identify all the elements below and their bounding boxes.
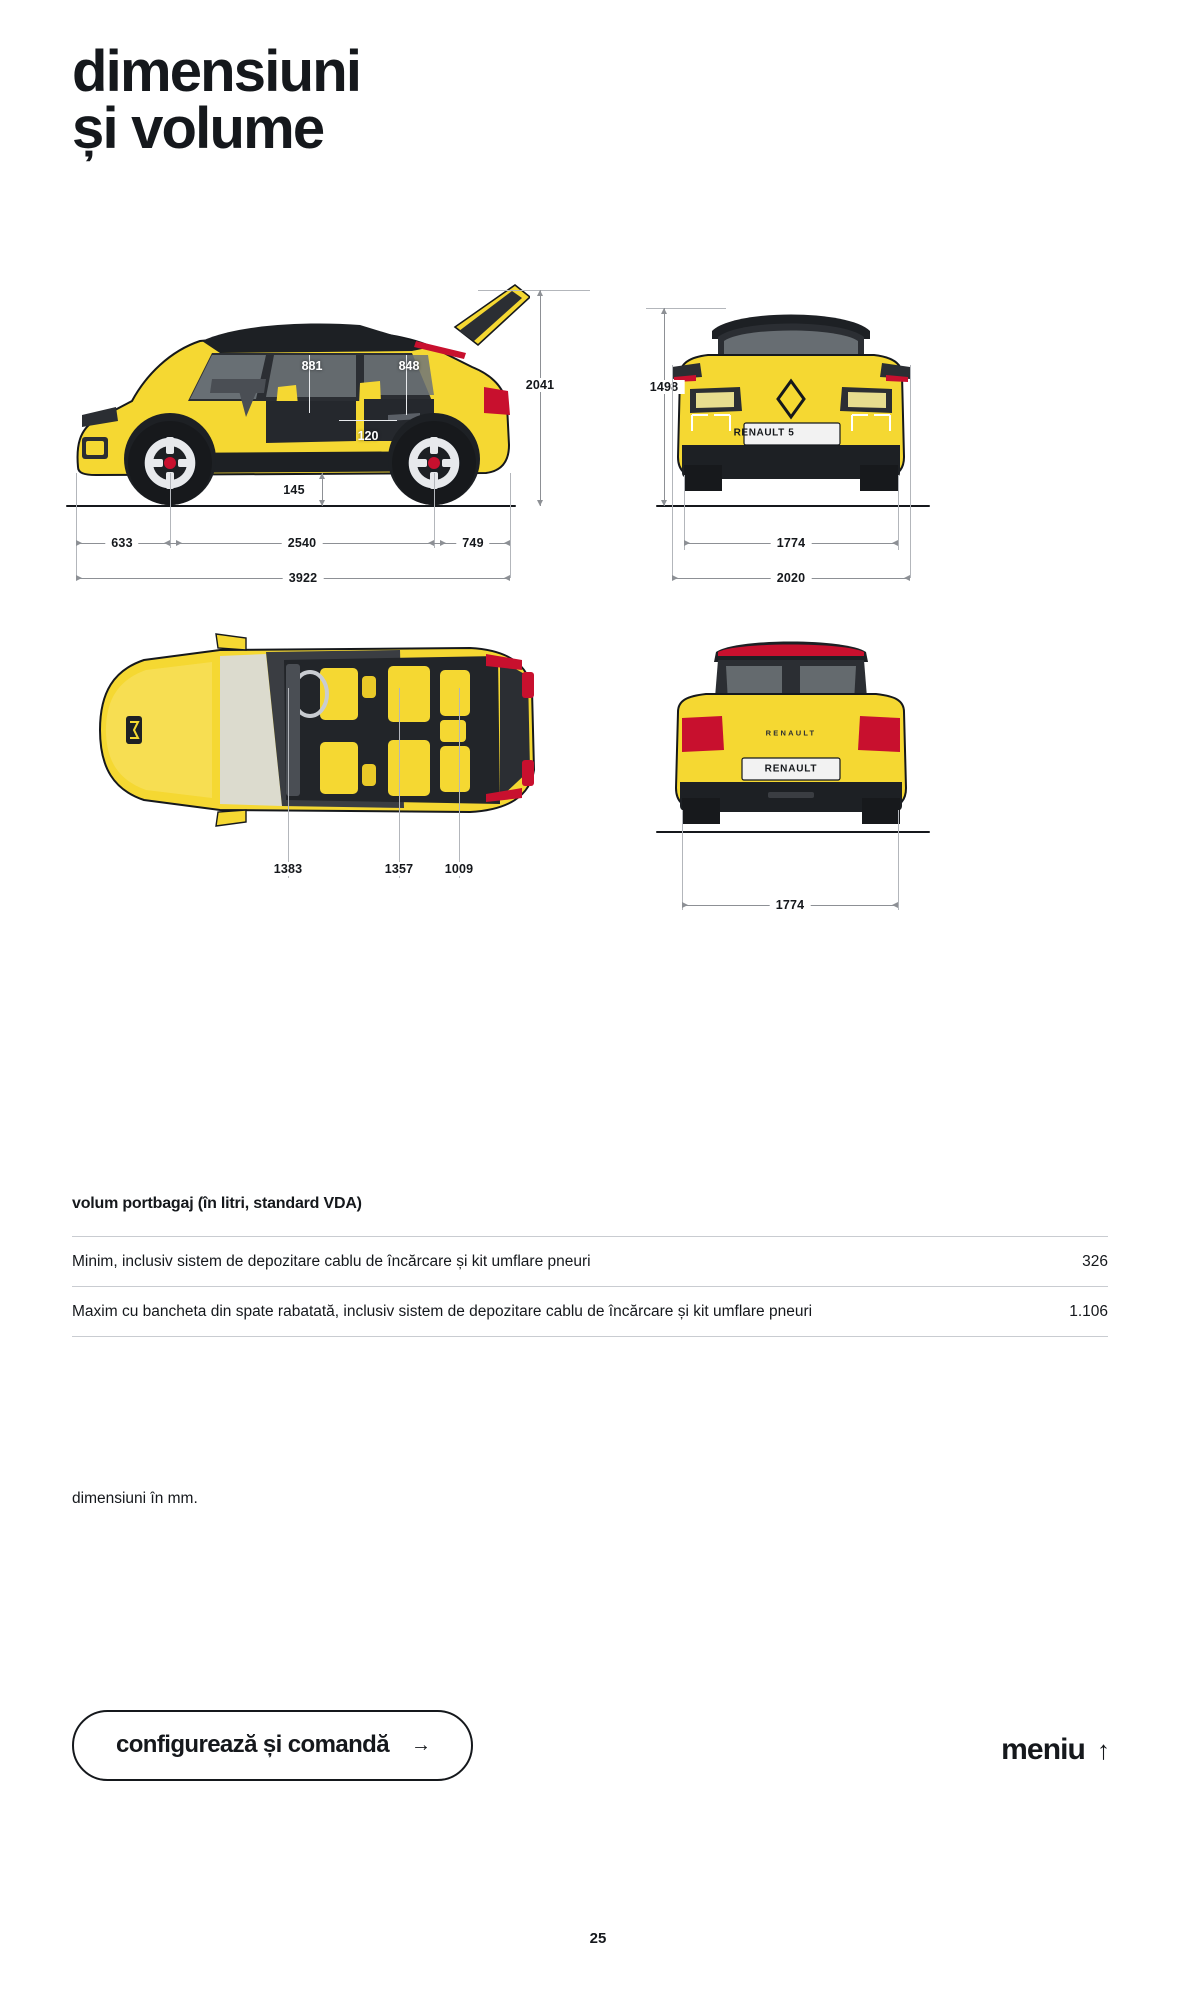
table-row: Maxim cu bancheta din spate rabatată, in… — [72, 1286, 1108, 1337]
top-ext-1357 — [399, 688, 400, 878]
side-view-illustration — [76, 284, 530, 505]
rear-license-plate-text: RENAULT — [764, 763, 818, 775]
arrow-up-icon: ↑ — [1097, 1735, 1110, 1765]
front-dim-height: 1498 — [643, 380, 685, 394]
boot-volume-section: volum portbagaj (în litri, standard VDA)… — [72, 1195, 1108, 1337]
boot-volume-table: Minim, inclusiv sistem de depozitare cab… — [72, 1236, 1108, 1337]
side-dim-knee-room: 120 — [357, 429, 379, 443]
front-ext-track-left — [684, 475, 685, 550]
side-height-arrow-bottom — [537, 500, 543, 506]
rear-ground-line — [656, 831, 930, 833]
side-kneeroom-leader — [339, 420, 397, 421]
front-view: RENAULT 5 1498 1774 2020 — [630, 275, 960, 595]
top-view-illustration — [98, 633, 536, 827]
side-arrow-2540-left — [176, 540, 182, 546]
side-ext-front-axle — [170, 473, 171, 548]
side-dim-wheelbase: 2540 — [281, 536, 323, 550]
menu-button[interactable]: meniu ↑ — [1001, 1733, 1110, 1767]
top-view: 1383 1357 1009 — [60, 620, 580, 920]
side-dim-rear-overhang: 749 — [456, 536, 490, 550]
side-headroom-rear-leader — [406, 355, 407, 415]
top-dim-shoulder-rear: 1357 — [378, 862, 420, 876]
front-roof-ext — [646, 308, 726, 309]
technical-drawings: 881 848 120 2041 145 — [0, 275, 1196, 1135]
side-ext-rear-bumper — [510, 473, 511, 578]
side-dim-ground-clearance: 145 — [277, 483, 311, 497]
front-ground-line — [656, 505, 930, 507]
front-view-illustration — [672, 314, 910, 491]
table-cell-value: 326 — [1082, 1253, 1108, 1270]
table-row: Minim, inclusiv sistem de depozitare cab… — [72, 1236, 1108, 1287]
front-width-arrow-right — [904, 575, 910, 581]
front-license-plate-text: RENAULT 5 — [733, 427, 795, 439]
side-arrow-749-right — [504, 540, 510, 546]
rear-ext-track-left — [682, 810, 683, 910]
rear-view-illustration — [674, 641, 908, 824]
side-arrow-2540-right — [428, 540, 434, 546]
side-clearance-arrow-bottom — [319, 500, 325, 506]
side-ground-line — [66, 505, 516, 507]
top-ext-1009 — [459, 688, 460, 878]
side-headroom-front-leader — [309, 355, 310, 413]
side-arrow-3922-left — [76, 575, 82, 581]
rear-ext-track-right — [898, 810, 899, 910]
front-height-arrow-bottom — [661, 500, 667, 506]
table-cell-label: Minim, inclusiv sistem de depozitare cab… — [72, 1253, 591, 1270]
side-ext-rear-axle — [434, 473, 435, 548]
page-title-line2: și volume — [72, 95, 325, 161]
side-arrow-749-left — [440, 540, 446, 546]
page-title-line1: dimensiuni — [72, 39, 362, 104]
top-dim-hip-rear: 1009 — [438, 862, 480, 876]
table-cell-label: Maxim cu bancheta din spate rabatată, in… — [72, 1303, 813, 1321]
rear-track-arrow-right — [892, 902, 898, 908]
front-dim-track: 1774 — [770, 536, 812, 550]
rear-wordmark: RENAULT — [765, 728, 817, 738]
top-ext-1383 — [288, 688, 289, 878]
side-height-top-ext — [478, 290, 590, 291]
side-view: 881 848 120 2041 145 — [60, 275, 590, 595]
side-clearance-dim-line — [322, 473, 323, 506]
page-number: 25 — [589, 1930, 607, 1947]
table-cell-value: 1.106 — [1069, 1303, 1108, 1321]
side-dim-length-overall: 3922 — [282, 571, 324, 585]
front-ext-width-right — [910, 365, 911, 578]
rear-view: RENAULT RENAULT 1774 — [630, 620, 960, 920]
front-dim-width-mirrors: 2020 — [770, 571, 812, 585]
front-track-arrow-right — [892, 540, 898, 546]
side-ext-front-bumper — [76, 473, 77, 578]
side-height-arrow-top — [537, 290, 543, 296]
side-height-dim-line — [540, 290, 541, 506]
front-ext-width-left — [672, 365, 673, 578]
top-dim-shoulder-front: 1383 — [267, 862, 309, 876]
cta-label: configurează și comandă — [116, 1731, 390, 1758]
front-track-arrow-left — [684, 540, 690, 546]
side-arrow-633-left — [76, 540, 82, 546]
front-height-arrow-top — [661, 308, 667, 314]
side-dim-headroom-rear: 848 — [398, 359, 420, 373]
front-ext-track-right — [898, 475, 899, 550]
side-clearance-arrow-top — [319, 473, 325, 479]
unit-note: dimensiuni în mm. — [72, 1490, 198, 1507]
arrow-right-icon: → — [410, 1734, 431, 1756]
page-title: dimensiuni și volume — [72, 43, 362, 161]
rear-dim-track: 1774 — [769, 898, 811, 912]
boot-volume-title: volum portbagaj (în litri, standard VDA) — [72, 1195, 362, 1212]
side-dim-headroom-front: 881 — [301, 359, 323, 373]
side-arrow-633-right — [164, 540, 170, 546]
front-width-arrow-left — [672, 575, 678, 581]
menu-label: meniu — [1001, 1733, 1086, 1766]
side-dim-front-overhang: 633 — [105, 536, 139, 550]
rear-track-arrow-left — [682, 902, 688, 908]
side-dim-height-overall: 2041 — [519, 378, 561, 392]
configure-and-order-button[interactable]: configurează și comandă → — [72, 1710, 473, 1781]
front-height-dim-line — [664, 308, 665, 506]
side-arrow-3922-right — [504, 575, 510, 581]
